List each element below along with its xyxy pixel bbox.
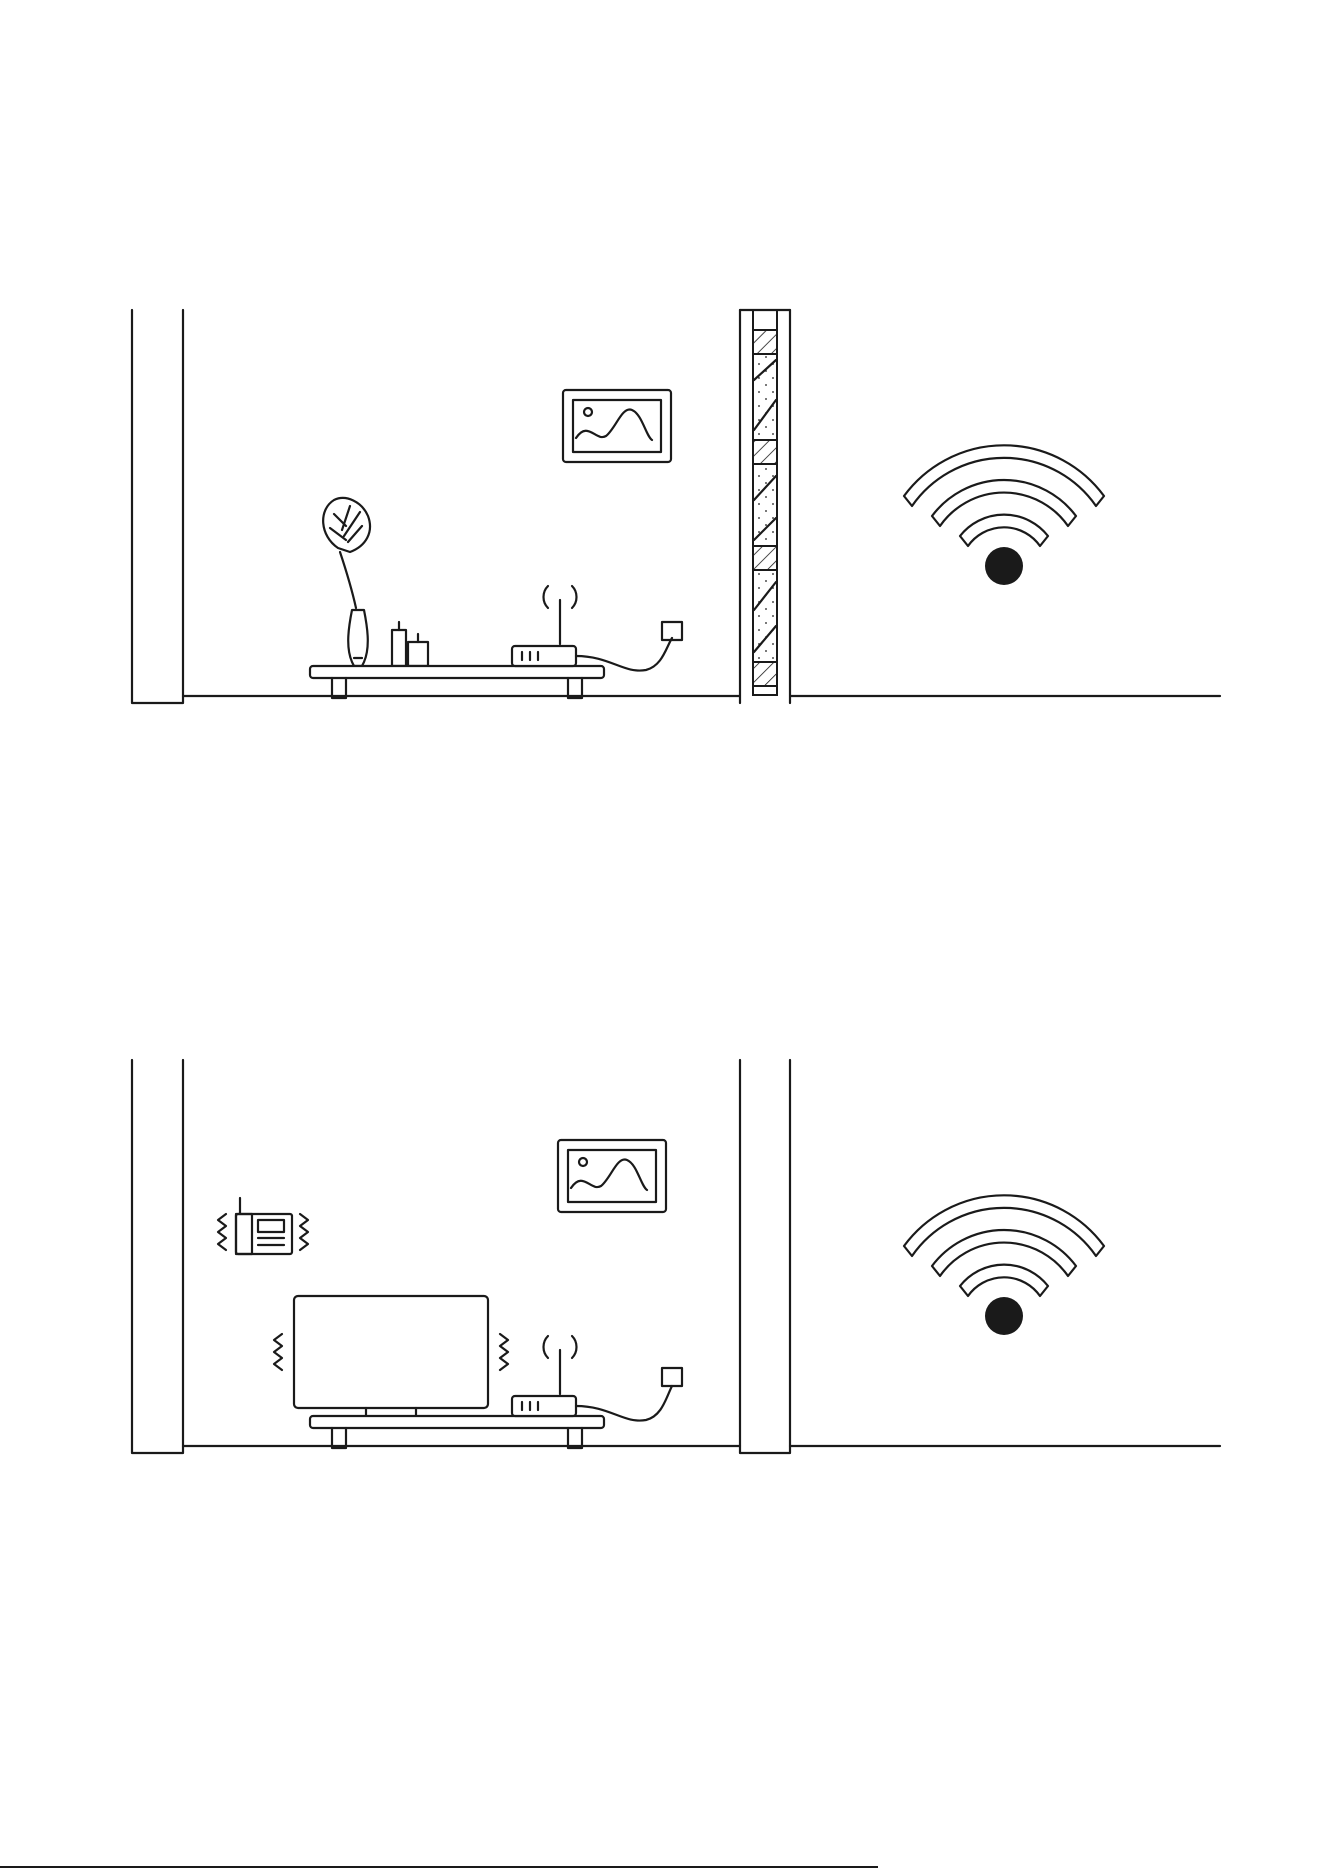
left-wall	[132, 310, 183, 703]
tv-stand-shelf	[310, 1416, 604, 1448]
candle-icon	[392, 622, 428, 666]
picture-frame-icon	[563, 390, 671, 462]
tv-stand-shelf	[310, 666, 604, 698]
page-bottom-rule	[0, 1866, 878, 1868]
plant-vase-icon	[323, 498, 370, 666]
thick-wall-icon	[740, 310, 790, 703]
cordless-phone-icon	[236, 1198, 292, 1254]
middle-wall	[740, 1060, 790, 1453]
wifi-signal-icon	[904, 1195, 1104, 1335]
wall-outlet-icon	[662, 1368, 682, 1386]
wifi-signal-icon	[904, 445, 1104, 585]
router-icon	[512, 1336, 672, 1421]
television-icon	[294, 1296, 488, 1416]
left-wall	[132, 1060, 183, 1453]
picture-frame-icon	[558, 1140, 666, 1212]
scene-interference	[0, 1040, 1324, 1460]
router-icon	[512, 586, 672, 671]
scene-thick-wall	[0, 290, 1324, 710]
